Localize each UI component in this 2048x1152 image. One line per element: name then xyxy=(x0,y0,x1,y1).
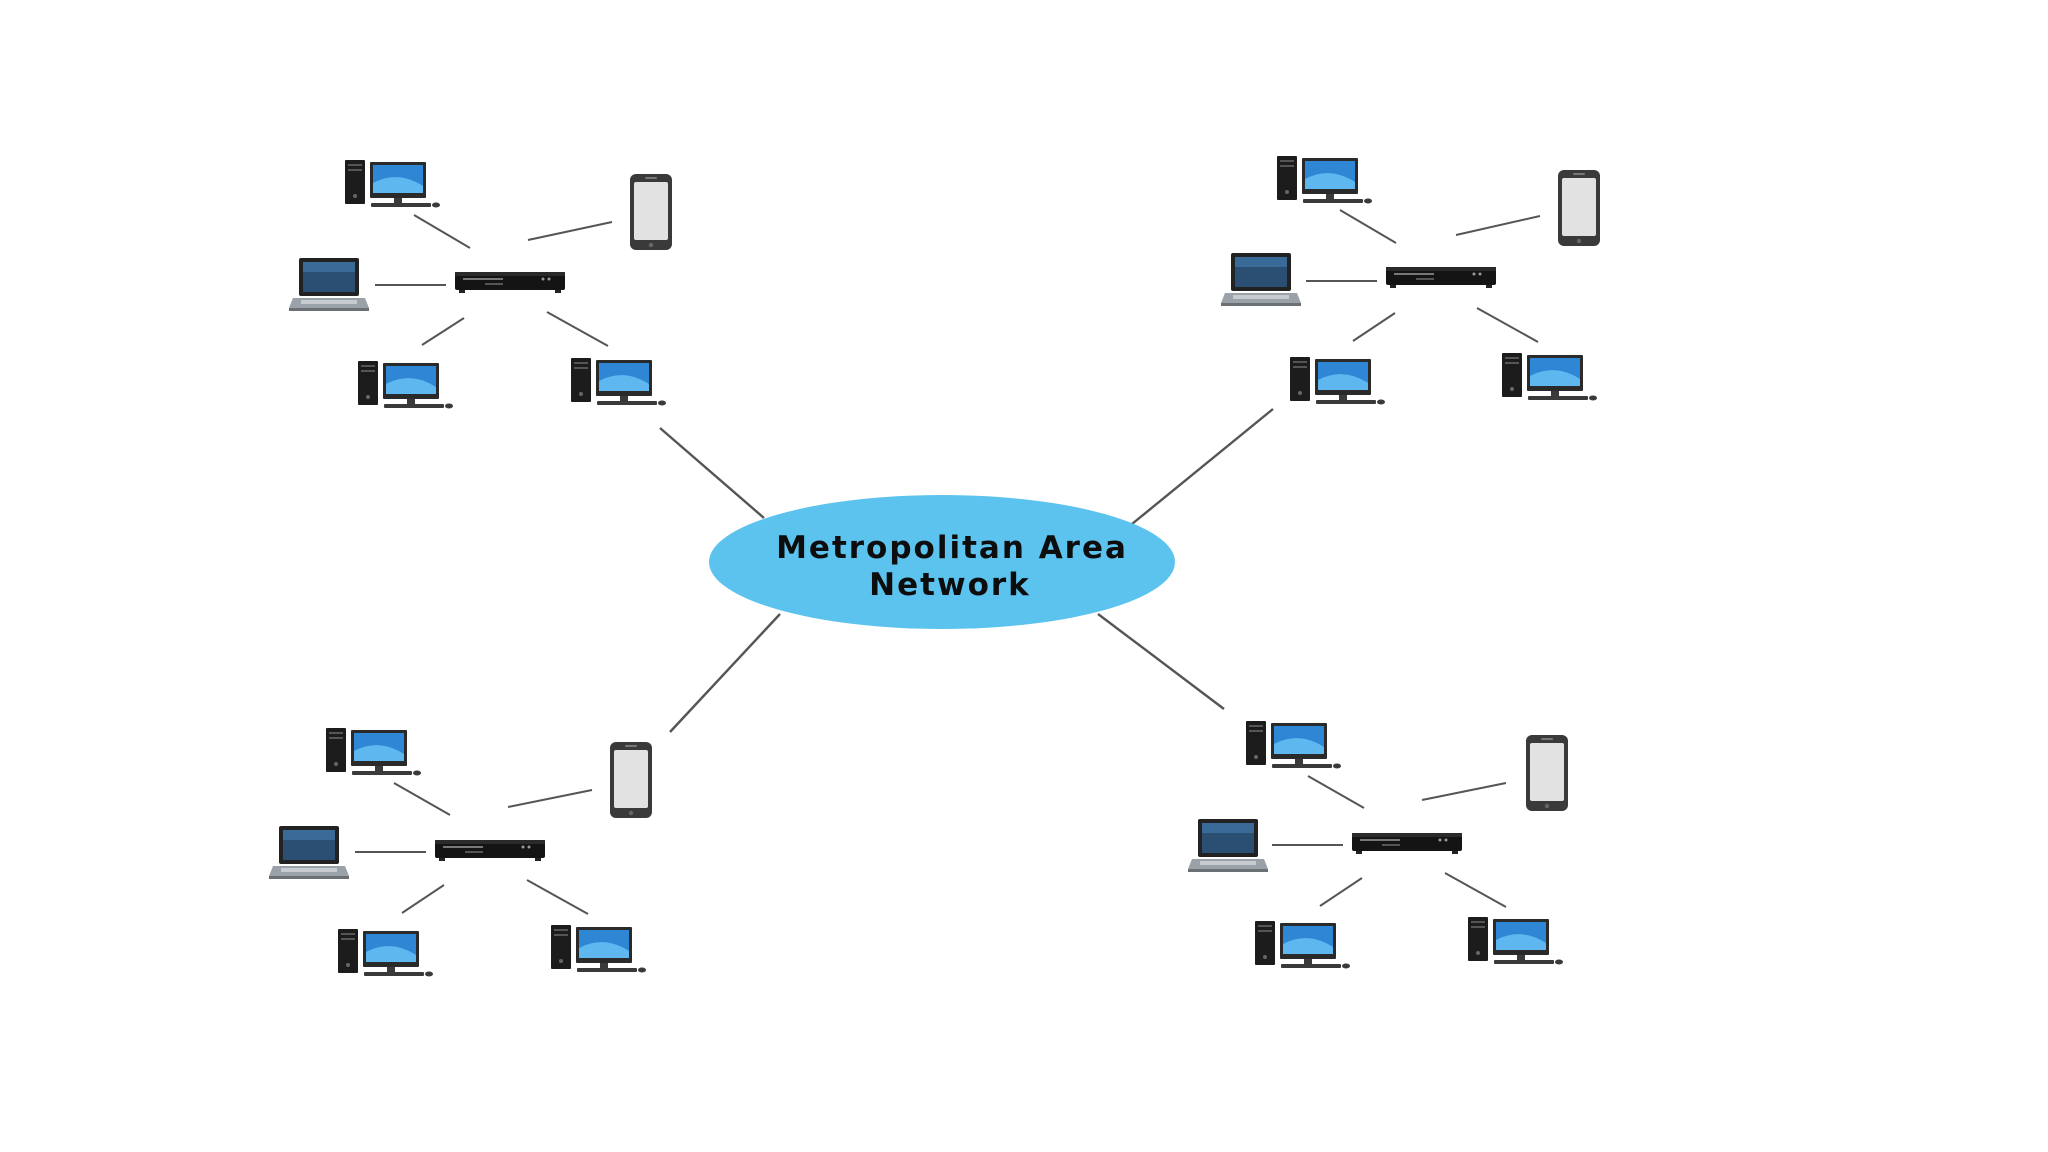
desktop-computer-icon xyxy=(345,160,440,208)
desktop-computer-icon xyxy=(358,361,453,409)
link-top-left xyxy=(659,427,765,519)
router-icon xyxy=(455,272,565,293)
cluster-links xyxy=(355,782,593,915)
man-ellipse xyxy=(709,495,1175,629)
router-icon xyxy=(435,840,545,861)
link-bottom-left xyxy=(669,613,781,733)
laptop-icon xyxy=(1221,253,1301,306)
router-icon xyxy=(1386,267,1496,288)
desktop-computer-icon xyxy=(571,358,666,406)
desktop-computer-icon xyxy=(338,929,433,977)
cluster-top-left xyxy=(289,160,672,409)
smartphone-icon xyxy=(630,174,672,250)
smartphone-icon xyxy=(1558,170,1600,246)
cluster-bottom-left xyxy=(269,728,652,977)
router-icon xyxy=(1352,833,1462,854)
desktop-computer-icon xyxy=(1277,156,1372,204)
desktop-computer-icon xyxy=(1502,353,1597,401)
desktop-computer-icon xyxy=(1290,357,1385,405)
desktop-computer-icon xyxy=(1468,917,1563,965)
desktop-computer-icon xyxy=(551,925,646,973)
cluster-links xyxy=(375,214,613,347)
link-bottom-right xyxy=(1097,613,1225,710)
desktop-computer-icon xyxy=(326,728,421,776)
backbone-links xyxy=(659,408,1274,733)
desktop-computer-icon xyxy=(1246,721,1341,769)
laptop-icon xyxy=(289,258,369,311)
desktop-computer-icon xyxy=(1255,921,1350,969)
link-top-right xyxy=(1131,408,1274,525)
cluster-top-right xyxy=(1221,156,1600,405)
cluster-bottom-right xyxy=(1188,721,1568,969)
laptop-icon xyxy=(1188,819,1268,872)
cluster-links xyxy=(1272,775,1507,908)
laptop-icon xyxy=(269,826,349,879)
smartphone-icon xyxy=(1526,735,1568,811)
man-label-line2: Network xyxy=(869,567,1031,603)
cluster-links xyxy=(1306,209,1541,343)
man-label-line1: Metropolitan Area xyxy=(776,530,1128,566)
man-node: Metropolitan Area Network xyxy=(709,495,1175,629)
smartphone-icon xyxy=(610,742,652,818)
